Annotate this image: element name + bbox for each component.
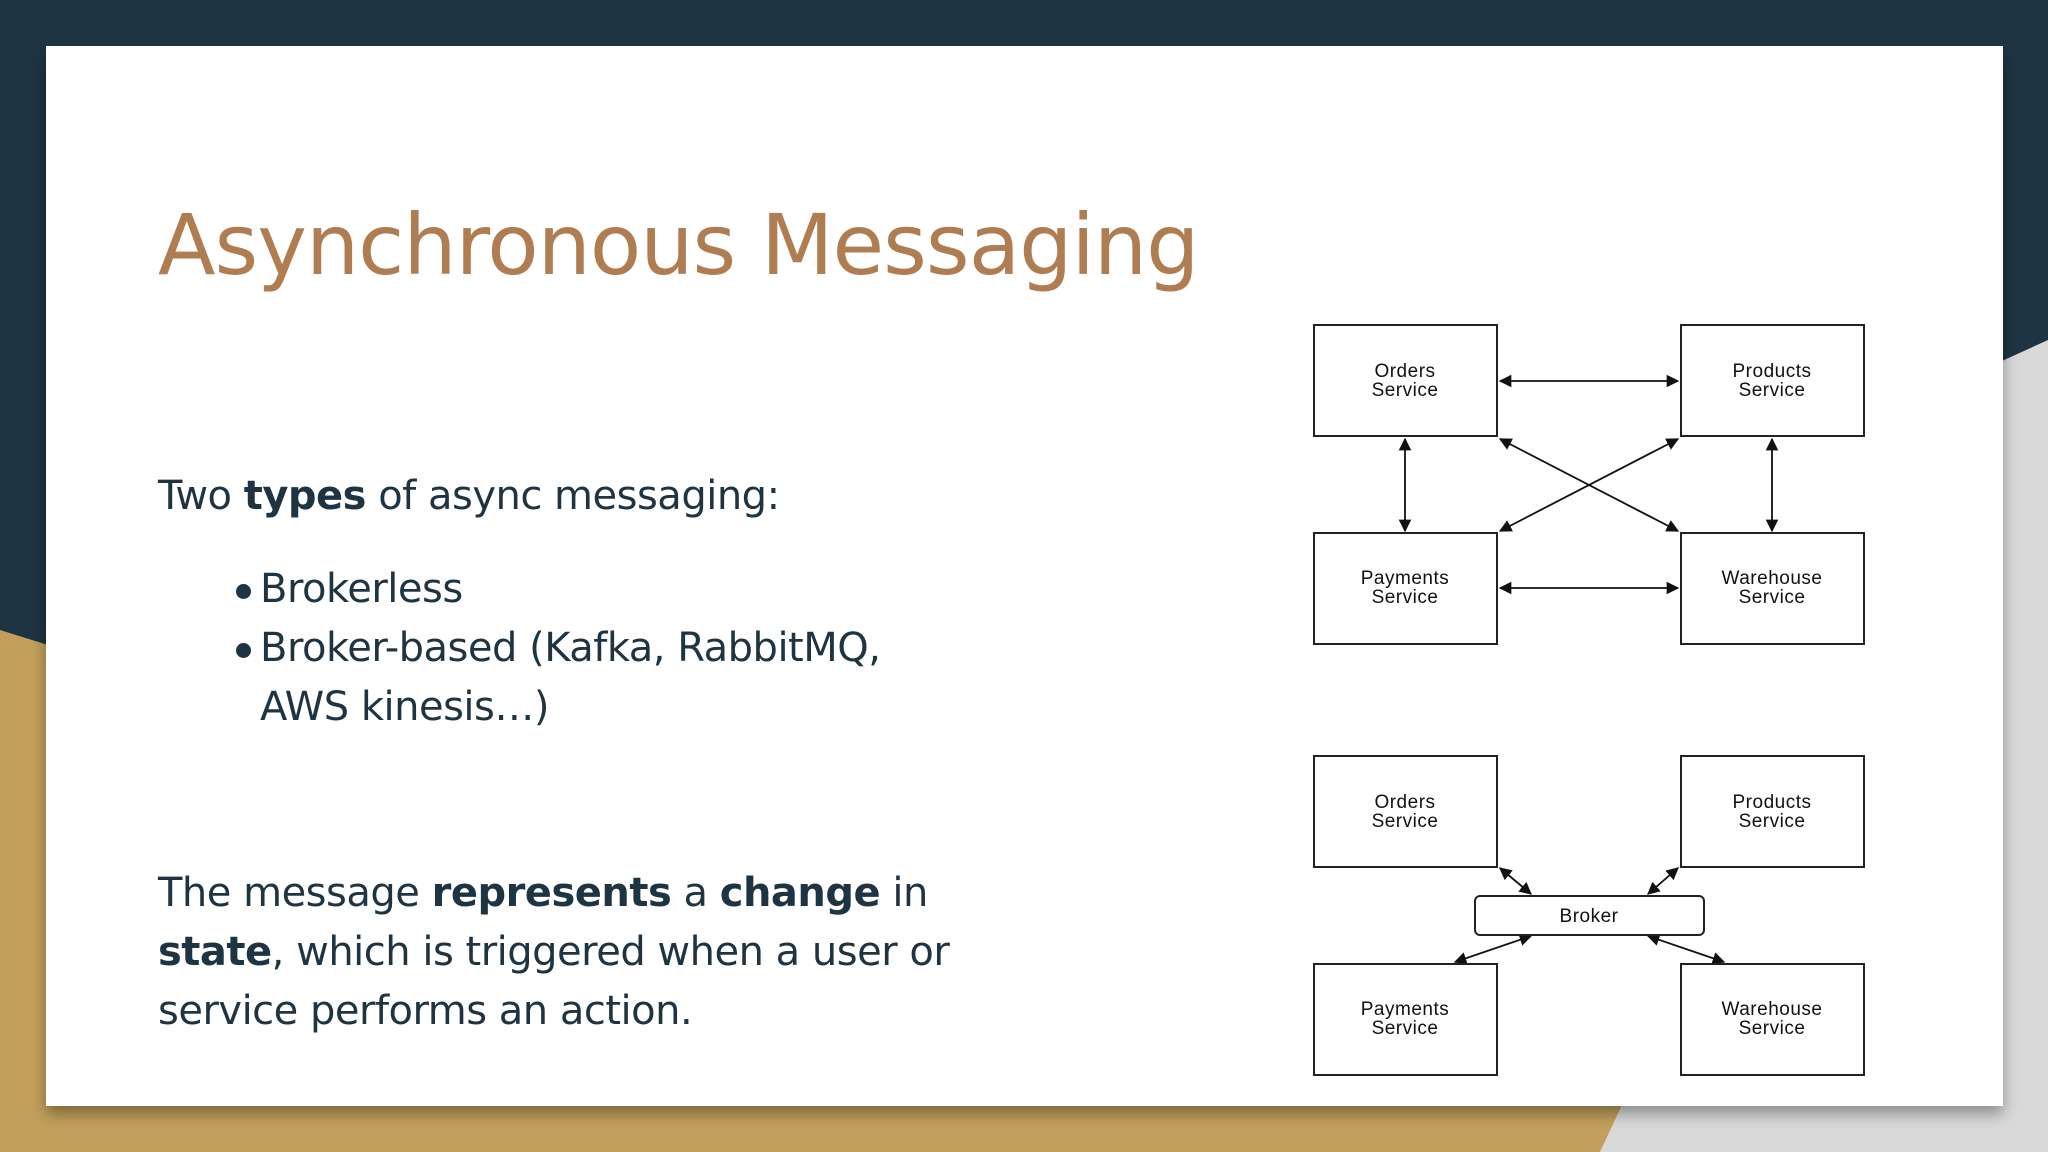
svg-text:Service: Service [1739,380,1806,401]
node-warehouse-service: Warehouse Service [1680,963,1865,1076]
svg-text:Service: Service [1739,811,1806,832]
svg-text:Service: Service [1739,587,1806,608]
node-orders-service: Orders Service [1313,755,1498,868]
edge-products-payments [1498,438,1680,532]
broker-based-diagram: Orders Service Products Service Broker P… [1313,755,1865,1076]
svg-text:Payments: Payments [1361,999,1449,1020]
node-broker: Broker [1474,895,1705,936]
svg-text:Products: Products [1733,361,1812,382]
svg-text:Products: Products [1733,792,1812,813]
brokerless-diagram: Orders Service Products Service Payments… [1313,324,1865,645]
svg-text:Warehouse: Warehouse [1722,568,1823,589]
bullet-list: Brokerless Broker-based (Kafka, RabbitMQ… [158,560,950,737]
edge-broker-warehouse [1646,933,1726,965]
node-orders-service: Orders Service [1313,324,1498,437]
svg-text:Service: Service [1739,1018,1806,1039]
svg-text:Orders: Orders [1374,792,1435,813]
intro-text: Two types of async messaging: [158,473,780,519]
edge-orders-broker [1499,867,1532,895]
node-payments-service: Payments Service [1313,963,1498,1076]
bullet-dot-icon [236,584,251,599]
svg-text:Service: Service [1372,587,1439,608]
svg-text:Payments: Payments [1361,568,1449,589]
svg-text:Warehouse: Warehouse [1722,999,1823,1020]
svg-text:Service: Service [1372,1018,1439,1039]
edge-broker-payments [1453,933,1533,965]
svg-text:Service: Service [1372,380,1439,401]
message-paragraph: The message represents a change in state… [158,870,950,1034]
svg-text:Service: Service [1372,811,1439,832]
node-products-service: Products Service [1680,324,1865,437]
bullet-item-brokerless: Brokerless [158,560,950,619]
svg-text:Broker: Broker [1560,906,1619,927]
edge-products-broker [1647,867,1679,895]
node-warehouse-service: Warehouse Service [1680,532,1865,645]
bullet-dot-icon [236,643,251,658]
slide-title: Asynchronous Messaging [158,196,1199,294]
svg-text:Orders: Orders [1374,361,1435,382]
node-products-service: Products Service [1680,755,1865,868]
node-payments-service: Payments Service [1313,532,1498,645]
bullet-item-broker-based: Broker-based (Kafka, RabbitMQ, AWS kines… [158,619,950,737]
